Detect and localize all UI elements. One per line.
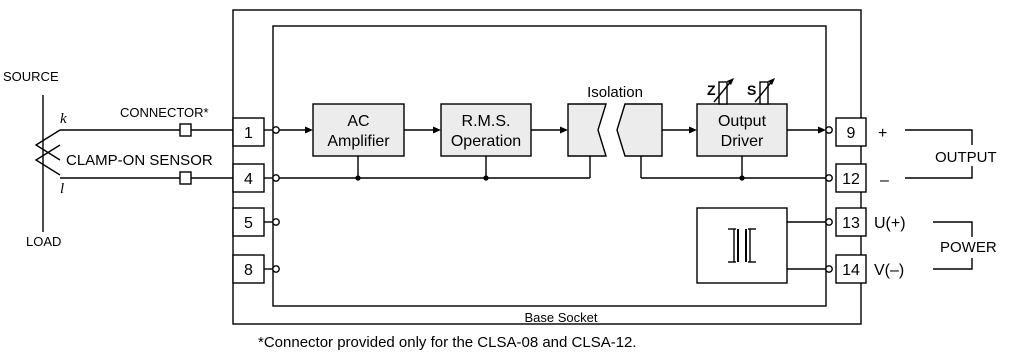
isolation-label: Isolation bbox=[587, 84, 643, 101]
ac-amp-label-1: AC bbox=[347, 113, 369, 130]
terminal-5 bbox=[232, 207, 265, 237]
connector-label: CONNECTOR* bbox=[120, 105, 209, 120]
node-t1 bbox=[272, 126, 280, 134]
node-t12 bbox=[825, 174, 833, 182]
rms-label-1: R.M.S. bbox=[462, 113, 511, 130]
arrow-t9-out bbox=[818, 126, 826, 134]
power-wire-u bbox=[933, 221, 973, 237]
span-adjust-label: S bbox=[747, 82, 756, 98]
span-trimmer-icon bbox=[759, 81, 769, 105]
k-label: k bbox=[60, 111, 67, 127]
output-wire-plus bbox=[905, 129, 973, 145]
node-t8 bbox=[272, 265, 280, 273]
arrow-rms-in bbox=[433, 126, 441, 134]
load-label: LOAD bbox=[26, 234, 61, 249]
terminal-13-label: 13 bbox=[842, 215, 860, 232]
transformer-icon bbox=[728, 228, 756, 263]
isolation-right-half bbox=[616, 103, 663, 157]
l-label: l bbox=[60, 181, 64, 197]
terminal-4 bbox=[232, 163, 265, 193]
power-label: POWER bbox=[940, 239, 997, 256]
isolation-left-half bbox=[567, 103, 607, 157]
arrow-driver-in bbox=[689, 126, 697, 134]
terminal-5-label: 5 bbox=[244, 215, 253, 232]
source-label: SOURCE bbox=[3, 69, 59, 84]
zero-trimmer-arrow bbox=[713, 79, 733, 103]
output-plus-label: + bbox=[878, 125, 887, 142]
terminal-12-label: 12 bbox=[842, 171, 860, 188]
footnote: *Connector provided only for the CLSA-08… bbox=[258, 334, 637, 351]
terminal-14-label: 14 bbox=[842, 262, 860, 279]
clamp-sensor-coil-upper bbox=[34, 129, 61, 161]
connector-l bbox=[179, 171, 192, 185]
output-minus-label: – bbox=[880, 172, 889, 189]
terminal-9 bbox=[835, 117, 867, 147]
connector-k bbox=[179, 123, 192, 137]
arrow-amp-in bbox=[305, 126, 313, 134]
driver-label-1: Output bbox=[718, 113, 767, 130]
terminal-9-label: 9 bbox=[847, 125, 856, 142]
rms-label-2: Operation bbox=[451, 133, 521, 150]
module-outline bbox=[272, 25, 827, 307]
node-t13 bbox=[825, 218, 833, 226]
output-wire-minus bbox=[905, 166, 973, 179]
clamp-sensor-label: CLAMP-ON SENSOR bbox=[66, 152, 213, 169]
zero-trimmer-arrowhead bbox=[727, 78, 734, 85]
power-transformer-block bbox=[696, 207, 788, 284]
power-wire-v bbox=[933, 258, 973, 270]
terminal-14 bbox=[835, 254, 867, 284]
base-socket-label: Base Socket bbox=[525, 310, 598, 325]
driver-label-2: Driver bbox=[721, 133, 764, 150]
node-t9 bbox=[825, 126, 833, 134]
node-t4 bbox=[272, 174, 280, 182]
output-label: OUTPUT bbox=[935, 149, 997, 166]
ac-amp-label-2: Amplifier bbox=[327, 133, 390, 150]
span-trimmer-arrow bbox=[754, 79, 774, 103]
clamp-sensor-coil-lower bbox=[34, 144, 61, 176]
terminal-1 bbox=[232, 117, 265, 147]
terminal-8-label: 8 bbox=[244, 262, 253, 279]
span-trimmer-arrowhead bbox=[768, 78, 775, 85]
terminal-1-label: 1 bbox=[244, 125, 253, 142]
arrow-iso-in bbox=[560, 126, 568, 134]
zero-trimmer-icon bbox=[718, 81, 728, 105]
terminal-13 bbox=[835, 207, 867, 237]
terminal-4-label: 4 bbox=[244, 171, 253, 188]
zero-adjust-label: Z bbox=[707, 82, 716, 98]
node-t5 bbox=[272, 218, 280, 226]
node-t14 bbox=[825, 265, 833, 273]
terminal-12 bbox=[835, 163, 867, 193]
power-v-minus-label: V(–) bbox=[874, 262, 904, 279]
power-u-plus-label: U(+) bbox=[874, 215, 906, 232]
